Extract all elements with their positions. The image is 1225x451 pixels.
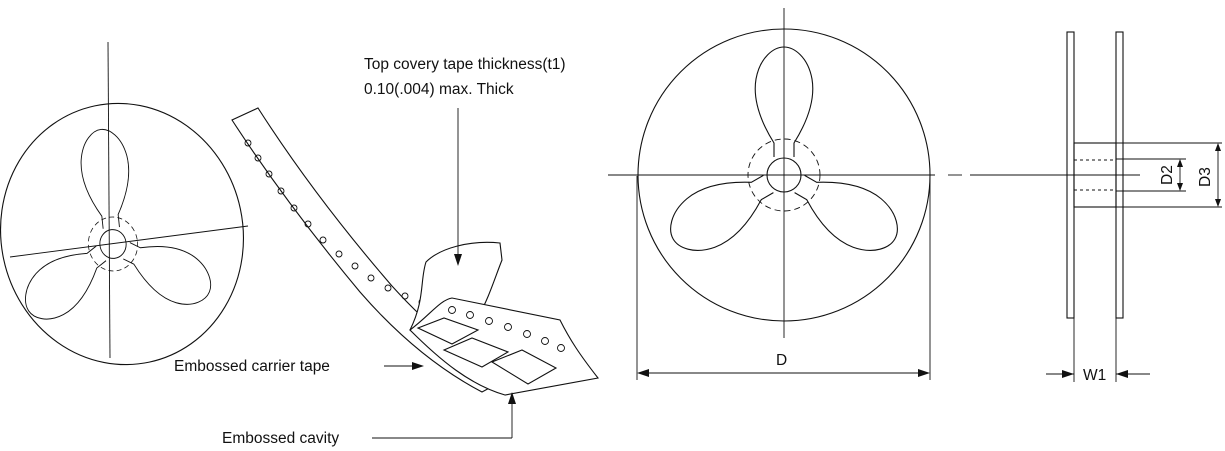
cover-tape-leader xyxy=(454,108,462,266)
sprocket-holes xyxy=(244,139,426,306)
front-view-reel xyxy=(608,8,962,338)
cavity-label: Embossed cavity xyxy=(222,430,339,447)
dimension-D2 xyxy=(1116,158,1186,192)
dimension-D3-label: D3 xyxy=(1197,167,1214,187)
cover-tape-label-line1: Top covery tape thickness(t1) xyxy=(364,56,566,73)
reel-flange-front xyxy=(0,102,244,366)
dimension-D xyxy=(636,176,931,380)
embossed-carrier-section xyxy=(409,297,599,396)
perspective-centerline-h xyxy=(9,225,249,258)
carrier-tape-label: Embossed carrier tape xyxy=(174,358,330,375)
dimension-D2-label: D2 xyxy=(1159,165,1176,185)
embossed-cavities xyxy=(416,306,565,385)
perspective-centerline-v xyxy=(107,41,111,359)
dimension-D3 xyxy=(1116,142,1222,208)
dimension-W1-label: W1 xyxy=(1083,367,1106,384)
carrier-tape-arrow xyxy=(384,362,424,370)
cavity-leader xyxy=(372,392,516,439)
perspective-reel xyxy=(0,41,599,396)
cover-tape-label-line2: 0.10(.004) max. Thick xyxy=(364,81,514,98)
dimension-D-label: D xyxy=(776,352,787,369)
dimension-W1 xyxy=(1046,318,1150,382)
side-view-reel xyxy=(970,31,1140,319)
